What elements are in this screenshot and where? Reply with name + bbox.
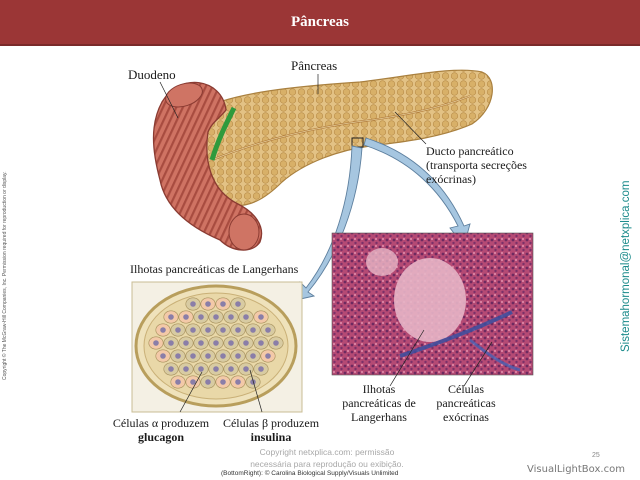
page-number: 25 [592,452,600,459]
cell-nucleus [220,379,226,385]
cell-nucleus [205,327,211,333]
islet-cells [148,297,284,389]
cell-nucleus [243,366,249,372]
cell-nucleus [168,314,174,320]
cell-nucleus [258,314,264,320]
visuallightbox-link[interactable]: VisualLightBox.com [527,464,625,475]
photo-islet [394,258,466,342]
cell-nucleus [220,353,226,359]
cell-nucleus [258,340,264,346]
cell-nucleus [243,314,249,320]
cell-nucleus [175,327,181,333]
photo-islet-leader [389,329,425,387]
cell-nucleus [250,327,256,333]
cell-nucleus [175,379,181,385]
cell-nucleus [213,366,219,372]
title-divider [0,44,640,46]
cell-nucleus [220,327,226,333]
arrow-to-islet [295,145,363,301]
label-pancreas: Pâncreas [291,58,338,73]
bile-duct [209,106,237,161]
cell-nucleus [168,366,174,372]
cell-nucleus [235,327,241,333]
beta-leader [249,369,263,413]
photo-exocrine-leader [463,341,493,387]
slide-title: Pâncreas [290,13,350,30]
label-beta-cells: Células β produzem insulina [222,416,320,444]
cell-nucleus [175,353,181,359]
cell-nucleus [213,340,219,346]
cell-nucleus [183,314,189,320]
cell-nucleus [190,379,196,385]
label-photo-ilhotas: Ilhotas pancreáticas de Langerhans [342,382,416,424]
cell-nucleus [190,301,196,307]
cell-nucleus [228,340,234,346]
cell-nucleus [205,379,211,385]
cell-nucleus [235,379,241,385]
cell-nucleus [228,314,234,320]
cell-nucleus [250,353,256,359]
cell-nucleus [198,314,204,320]
cell-nucleus [228,366,234,372]
site-vertical: Sistemahormonal@netxplica.com [620,180,632,352]
cell-nucleus [265,327,271,333]
cell-nucleus [235,301,241,307]
cell-nucleus [258,366,264,372]
alpha-leader [179,371,203,413]
photo-credit: (BottomRight): © Carolina Biological Sup… [221,470,399,477]
cell-nucleus [235,353,241,359]
label-photo-exocrinas: Células pancreáticas exócrinas [436,382,496,424]
cell-nucleus [190,353,196,359]
cell-nucleus [250,379,256,385]
label-ducto: Ducto pancreático (transporta secreções … [426,144,527,186]
label-duodeno: Duodeno [128,67,176,82]
cell-nucleus [213,314,219,320]
cell-nucleus [183,340,189,346]
cell-nucleus [153,340,159,346]
cell-nucleus [190,327,196,333]
cell-nucleus [198,366,204,372]
duodenum [152,81,263,251]
cell-nucleus [198,340,204,346]
cell-nucleus [205,353,211,359]
cell-nucleus [160,327,166,333]
title-bar: Pâncreas [0,0,640,44]
cell-nucleus [243,340,249,346]
cell-nucleus [183,366,189,372]
cell-nucleus [160,353,166,359]
ducto-leader [394,111,427,145]
label-alpha-cells: Células α produzem glucagon [112,416,210,444]
watermark: Copyright netxplica.com: permissão neces… [250,447,404,469]
cell-nucleus [205,301,211,307]
cell-nucleus [273,340,279,346]
label-ilhotas-title: Ilhotas pancreáticas de Langerhans [130,262,299,276]
cell-nucleus [220,301,226,307]
cell-nucleus [168,340,174,346]
copyright-vertical: Copyright © The McGraw-Hill Companies, I… [2,171,8,380]
cell-nucleus [265,353,271,359]
duodeno-leader [159,81,179,119]
